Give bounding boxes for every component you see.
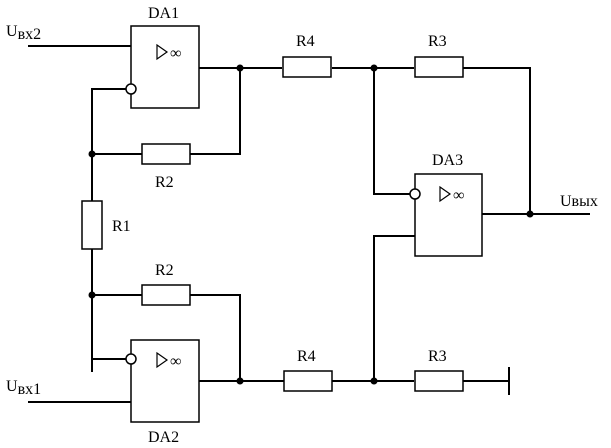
output-label: Uвых <box>560 193 598 210</box>
opamp-da2: ∞ DA2 <box>125 339 200 446</box>
input-1-main: U <box>6 378 18 395</box>
junctions <box>88 64 534 385</box>
resistor-r1-body <box>81 200 103 250</box>
input-2-label: Uвх2 <box>6 23 41 43</box>
resistor-r4-top-body <box>282 56 332 78</box>
junction-top-node <box>370 64 378 72</box>
opamp-da3-body <box>414 173 483 257</box>
opamp-da3-infinity: ∞ <box>453 187 464 204</box>
opamp-da2-body <box>130 339 200 423</box>
resistor-r4-top: R4 <box>282 33 332 78</box>
input-2-main: U <box>6 23 18 40</box>
opamp-da1-infinity: ∞ <box>170 45 181 62</box>
resistor-r2-bottom-label: R2 <box>155 262 174 279</box>
resistor-r3-top-label: R3 <box>428 33 447 50</box>
opamp-da3: ∞ DA3 <box>409 152 483 257</box>
resistor-r3-top: R3 <box>414 33 464 78</box>
input-1-label: Uвх1 <box>6 378 41 398</box>
opamp-da3-inverting-input <box>409 188 421 200</box>
wire-da3-noninverting <box>373 235 415 381</box>
wire-r2-top-right <box>190 68 241 155</box>
resistor-r4-bottom-body <box>283 370 333 392</box>
opamp-da1-label: DA1 <box>148 5 179 22</box>
opamp-da2-label: DA2 <box>148 429 179 446</box>
resistor-r2-top-body <box>141 143 191 165</box>
junction-left-top <box>88 150 96 158</box>
junction-output <box>526 210 534 218</box>
resistor-r2-top: R2 <box>141 143 191 191</box>
resistor-r1: R1 <box>81 200 131 250</box>
resistor-r3-bottom-body <box>414 370 464 392</box>
wire-da3-inverting <box>373 68 410 195</box>
resistor-r4-top-label: R4 <box>296 33 315 50</box>
resistor-r2-bottom-body <box>141 284 191 306</box>
resistor-r1-label: R1 <box>112 218 131 235</box>
opamp-da3-triangle-icon <box>439 185 452 203</box>
wire-r2-bottom-right <box>190 294 241 381</box>
wires <box>28 45 590 403</box>
wire-feedback-da3 <box>463 67 531 214</box>
resistor-r4-bottom-label: R4 <box>297 348 316 365</box>
input-1-sub: вх1 <box>18 381 42 398</box>
opamp-da1-triangle-icon <box>156 43 169 61</box>
opamp-da3-label: DA3 <box>432 152 463 169</box>
opamp-da2-inverting-input <box>125 353 137 365</box>
junction-da1-output <box>236 64 244 72</box>
opamp-da1-body <box>130 25 200 109</box>
junction-da2-output <box>236 377 244 385</box>
opamp-da2-infinity: ∞ <box>170 353 181 370</box>
resistor-r3-bottom-label: R3 <box>428 348 447 365</box>
opamp-da1: ∞ DA1 <box>125 5 200 109</box>
junction-bottom-node <box>370 377 378 385</box>
resistor-r4-bottom: R4 <box>283 348 333 392</box>
opamp-da1-inverting-input <box>125 83 137 95</box>
resistor-r2-bottom: R2 <box>141 262 191 306</box>
resistor-r2-top-label: R2 <box>155 174 174 191</box>
resistor-r3-top-body <box>414 56 464 78</box>
resistor-r3-bottom: R3 <box>414 348 464 392</box>
input-2-sub: вх2 <box>18 26 42 43</box>
opamp-da2-triangle-icon <box>156 351 169 369</box>
